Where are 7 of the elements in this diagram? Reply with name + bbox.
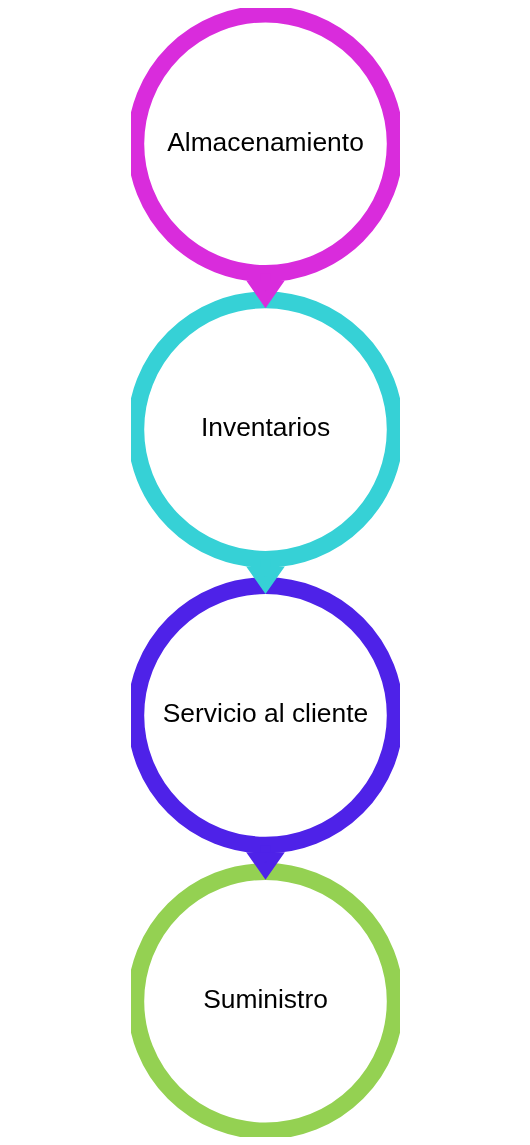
node-circle: Suministro	[130, 863, 400, 1137]
node-circle: Almacenamiento	[130, 8, 400, 282]
arrow	[245, 566, 285, 594]
arrow	[245, 280, 285, 309]
arrow	[245, 852, 285, 880]
node-circle: Servicio al cliente	[130, 577, 400, 854]
node-circle: Inventarios	[130, 291, 400, 568]
